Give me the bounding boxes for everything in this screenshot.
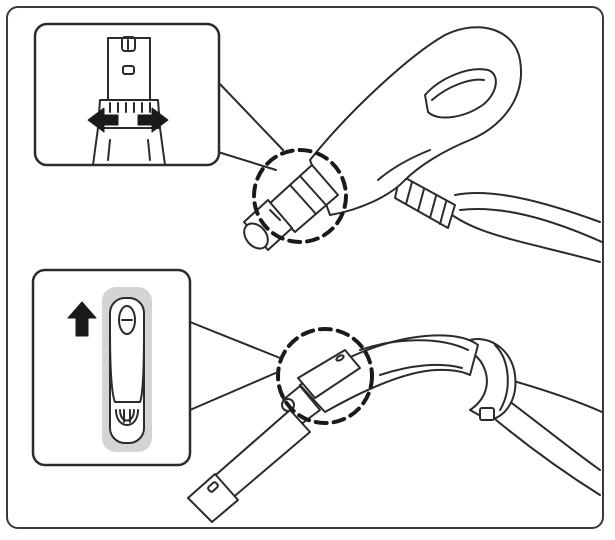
top-hose bbox=[439, 192, 603, 263]
top-callout-leader bbox=[217, 81, 284, 171]
top-handle-body bbox=[309, 26, 522, 216]
bottom-hose-connector bbox=[459, 338, 517, 421]
top-callout bbox=[33, 22, 221, 167]
bottom-panel bbox=[31, 268, 603, 523]
bottom-highlight-circle bbox=[276, 327, 374, 425]
bottom-callout-leader bbox=[189, 321, 281, 411]
top-highlight-circle bbox=[252, 148, 348, 244]
bottom-hose bbox=[489, 379, 603, 496]
top-panel bbox=[33, 22, 603, 263]
bottom-callout bbox=[31, 268, 192, 467]
bottom-slide-switch bbox=[297, 349, 361, 399]
up-arrow-icon bbox=[67, 301, 97, 337]
top-hose-connector bbox=[394, 174, 456, 229]
double-arrow-icon bbox=[87, 107, 169, 133]
bottom-wand bbox=[187, 385, 321, 523]
